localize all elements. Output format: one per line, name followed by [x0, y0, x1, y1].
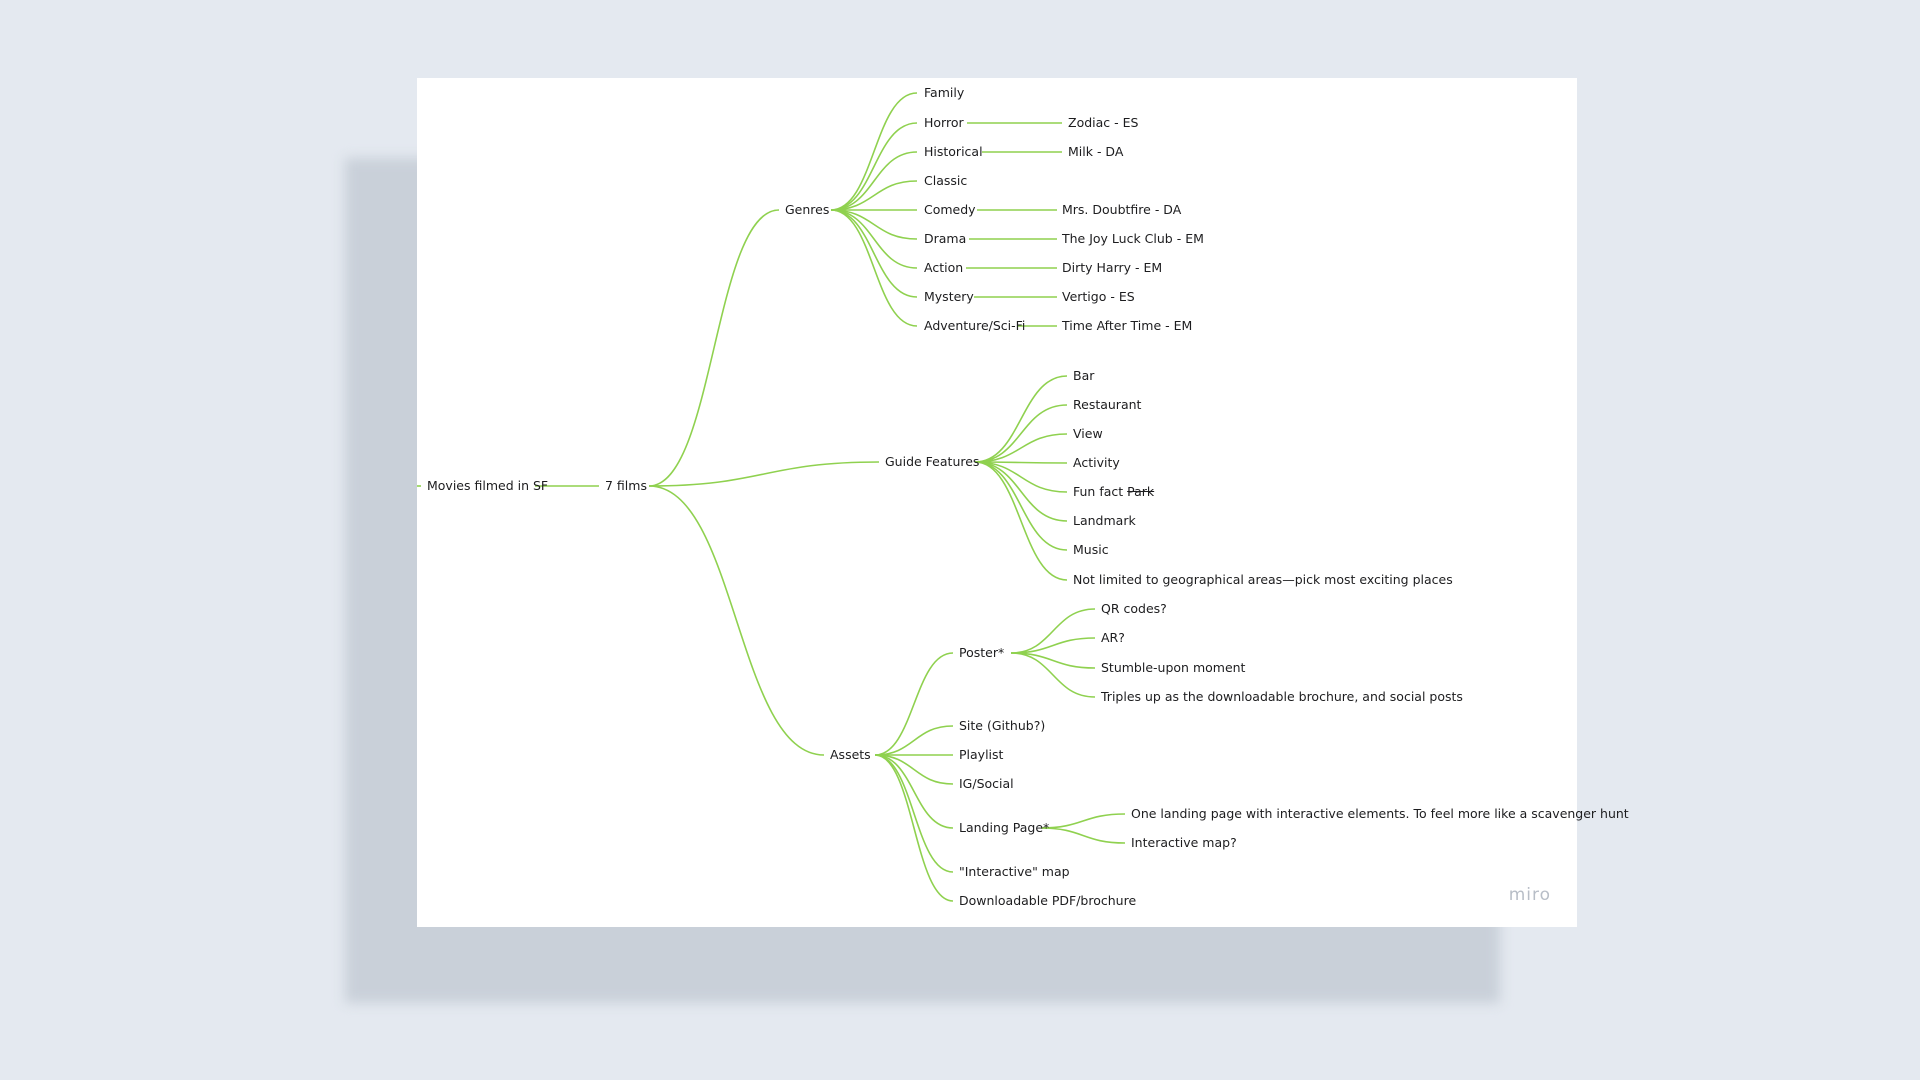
connector-genre-6: [830, 209, 918, 269]
node-film-joyluck[interactable]: The Joy Luck Club - EM: [1062, 231, 1204, 246]
node-film-timeaftertime[interactable]: Time After Time - EM: [1062, 318, 1193, 333]
node-genre-comedy[interactable]: Comedy: [924, 202, 976, 217]
connector-hub-genres: [648, 209, 780, 487]
connector-landing-0: [1040, 813, 1126, 829]
node-genre-mystery[interactable]: Mystery: [924, 289, 974, 304]
connector-genre-2: [830, 151, 918, 211]
connector-poster-1: [1010, 637, 1096, 654]
node-guide-view[interactable]: View: [1073, 426, 1103, 441]
node-asset-poster[interactable]: Poster*: [959, 645, 1005, 660]
mindmap-edges: [417, 92, 1126, 902]
connector-guide-6: [974, 461, 1068, 551]
connector-landing-1: [1040, 827, 1126, 844]
node-landing-scavenger[interactable]: One landing page with interactive elemen…: [1131, 806, 1629, 821]
node-asset-landing[interactable]: Landing Page*: [959, 820, 1050, 835]
struck-text: Park: [1127, 484, 1155, 499]
connector-asset-1: [874, 725, 954, 756]
node-guide-restaurant[interactable]: Restaurant: [1073, 397, 1142, 412]
node-asset-site[interactable]: Site (Github?): [959, 718, 1046, 733]
connector-genre-7: [830, 209, 918, 298]
connector-poster-3: [1010, 652, 1096, 698]
connector-guide-0: [974, 375, 1068, 463]
node-poster-qr[interactable]: QR codes?: [1101, 601, 1167, 616]
connector-poster-0: [1010, 608, 1096, 654]
connector-poster-2: [1010, 652, 1096, 669]
connector-asset-5: [874, 754, 954, 873]
node-assets[interactable]: Assets: [830, 747, 871, 762]
connector-genre-1: [830, 122, 918, 211]
connector-hub-assets: [648, 485, 825, 756]
node-guide-features[interactable]: Guide Features: [885, 454, 980, 469]
connector-guide-2: [974, 433, 1068, 463]
node-asset-social[interactable]: IG/Social: [959, 776, 1014, 791]
connector-asset-3: [874, 754, 954, 785]
connector-asset-4: [874, 754, 954, 829]
node-guide-note[interactable]: Not limited to geographical areas—pick m…: [1073, 572, 1453, 587]
connector-genre-8: [830, 209, 918, 327]
funfact-label: Fun fact: [1073, 484, 1124, 499]
node-film-zodiac[interactable]: Zodiac - ES: [1068, 115, 1139, 130]
node-genre-horror[interactable]: Horror: [924, 115, 964, 130]
connector-guide-7: [974, 461, 1068, 581]
connector-genre-3: [830, 180, 918, 211]
node-hub[interactable]: 7 films: [605, 478, 647, 493]
node-genre-family[interactable]: Family: [924, 85, 965, 100]
node-poster-ar[interactable]: AR?: [1101, 630, 1125, 645]
node-asset-playlist[interactable]: Playlist: [959, 747, 1004, 762]
connector-hub-guide: [648, 461, 880, 487]
node-genres[interactable]: Genres: [785, 202, 830, 217]
node-film-dirtyharry[interactable]: Dirty Harry - EM: [1062, 260, 1163, 275]
node-landing-map[interactable]: Interactive map?: [1131, 835, 1237, 850]
node-poster-stumble[interactable]: Stumble-upon moment: [1101, 660, 1246, 675]
node-guide-bar[interactable]: Bar: [1073, 368, 1095, 383]
node-guide-activity[interactable]: Activity: [1073, 455, 1120, 470]
miro-watermark: miro: [1508, 885, 1551, 905]
connector-guide-1: [974, 404, 1068, 463]
connector-guide-3: [974, 461, 1068, 464]
connector-asset-6: [874, 754, 954, 902]
node-film-vertigo[interactable]: Vertigo - ES: [1062, 289, 1135, 304]
node-genre-adventure[interactable]: Adventure/Sci-Fi: [924, 318, 1026, 333]
node-guide-funfact[interactable]: Fun fact Park: [1073, 485, 1154, 499]
node-poster-triples[interactable]: Triples up as the downloadable brochure,…: [1101, 689, 1463, 704]
node-film-milk[interactable]: Milk - DA: [1068, 144, 1124, 159]
node-guide-landmark[interactable]: Landmark: [1073, 513, 1136, 528]
node-root[interactable]: Movies filmed in SF: [427, 478, 549, 493]
node-genre-classic[interactable]: Classic: [924, 173, 968, 188]
node-guide-music[interactable]: Music: [1073, 542, 1109, 557]
node-asset-interactive-map[interactable]: "Interactive" map: [959, 864, 1070, 879]
node-genre-action[interactable]: Action: [924, 260, 964, 275]
connector-asset-0: [874, 652, 954, 756]
mindmap-board[interactable]: Movies filmed in SF 7 films Genres Famil…: [417, 78, 1629, 927]
node-genre-historical[interactable]: Historical: [924, 144, 983, 159]
connector-genre-0: [830, 92, 918, 211]
node-genre-drama[interactable]: Drama: [924, 231, 967, 246]
node-asset-pdf[interactable]: Downloadable PDF/brochure: [959, 893, 1137, 908]
connector-guide-4: [974, 461, 1068, 493]
node-film-doubtfire[interactable]: Mrs. Doubtfire - DA: [1062, 202, 1182, 217]
